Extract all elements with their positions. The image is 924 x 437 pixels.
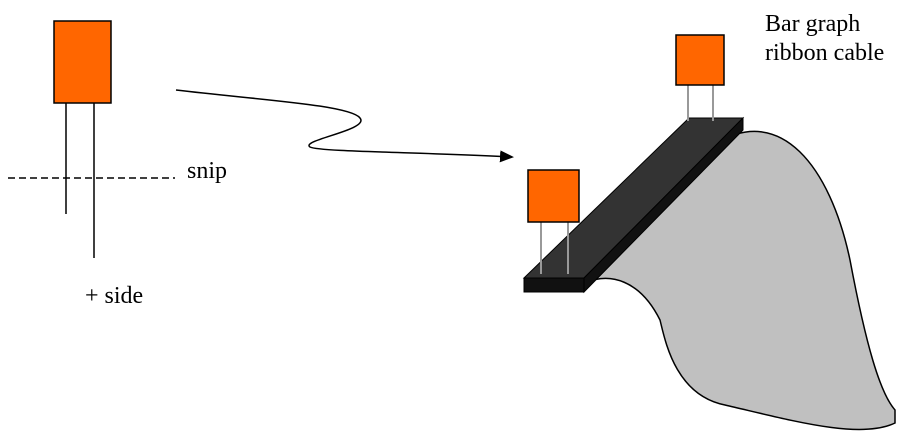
led-on-cable-bottom bbox=[527, 169, 580, 274]
bar-graph-label-line1: Bar graph bbox=[765, 11, 861, 37]
snip-label: snip bbox=[187, 158, 228, 184]
bar-graph-ribbon-cable-label: Bar graph ribbon cable bbox=[765, 10, 884, 68]
plus-side-label: + side bbox=[85, 283, 144, 309]
bar-graph-label-line2: ribbon cable bbox=[765, 40, 885, 66]
curved-arrow-icon bbox=[175, 89, 514, 163]
cable-connector bbox=[522, 116, 745, 294]
led-component-icon bbox=[53, 20, 112, 258]
led-on-cable-top bbox=[675, 34, 725, 121]
